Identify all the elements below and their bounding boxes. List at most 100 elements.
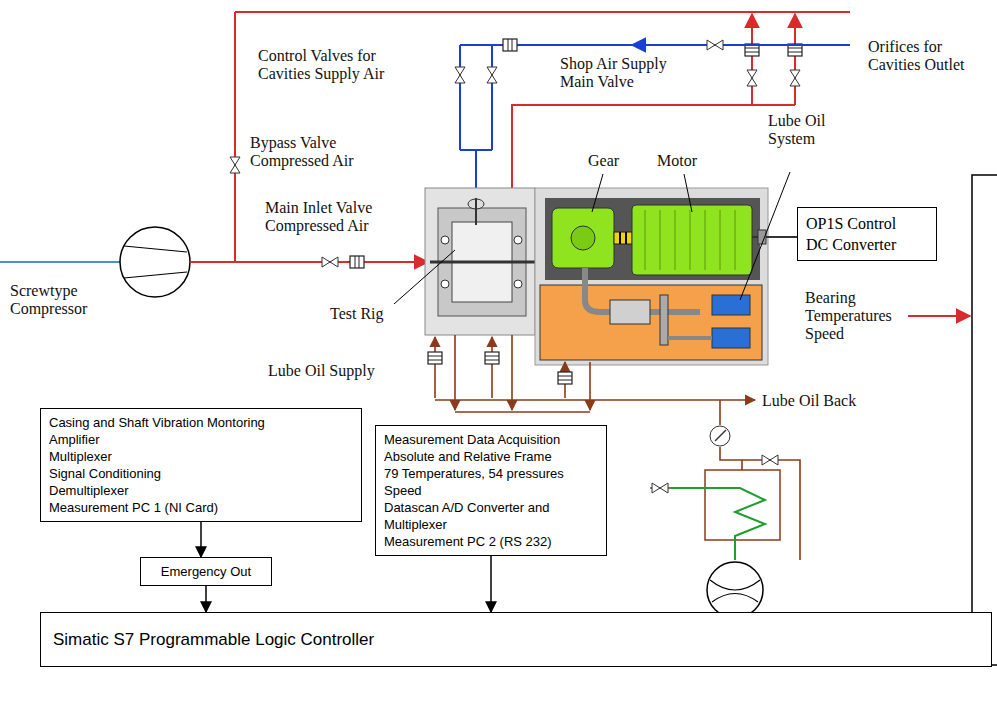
part-label: Gear: [588, 152, 628, 170]
emergency-box: Emergency Out: [140, 557, 272, 586]
box-text: DC Converter: [806, 234, 928, 255]
drawing-part: [684, 174, 692, 212]
box-text: Emergency Out: [149, 563, 263, 580]
drawing-part: [794, 14, 796, 105]
drawing-part: [124, 246, 187, 252]
acquisition-box: Measurement Data AcquisitionAbsolute and…: [375, 425, 607, 556]
drawing-part: [592, 174, 603, 212]
drive-unit: [535, 188, 797, 365]
oil-valve: [762, 455, 778, 465]
box-text: Datascan A/D Converter and Multiplexer: [384, 499, 598, 533]
drawing-part: [435, 399, 755, 401]
drawing-part: [712, 328, 750, 348]
drawing-part: [645, 210, 735, 270]
heat-exchanger: [705, 470, 780, 540]
drawing-part: [660, 210, 661, 270]
test-rig: [425, 188, 552, 335]
monitoring-box: Casing and Shaft Vibration MontoringAmpl…: [40, 408, 362, 522]
box-text: Absolute and Relative Frame: [384, 448, 598, 465]
drawing-part: [190, 261, 428, 263]
drawing-part: [491, 45, 493, 150]
outlet-valve: [790, 70, 800, 86]
drawing-part: [720, 447, 742, 470]
inlet-orifice: [350, 256, 364, 268]
cooling-coil: [670, 488, 765, 560]
signal-connector: [205, 586, 207, 612]
box-text: Signal Conditioning: [49, 465, 353, 482]
drawing-part: [124, 272, 187, 278]
shop-air-valve: [707, 40, 723, 50]
part-label: Bypass Valve Compressed Air: [250, 134, 378, 170]
drawing-part: [610, 300, 650, 324]
part-label: Bearing Temperatures Speed: [805, 289, 915, 343]
water-valve: [652, 483, 668, 493]
drawing-part: [589, 362, 591, 410]
outlet-valve: [747, 70, 757, 86]
drawing-part: [645, 210, 646, 270]
drawing-part: [675, 210, 676, 270]
drawing-part: [690, 210, 691, 270]
supply-orifice: [428, 352, 442, 364]
drawing-part: [632, 44, 660, 46]
box-text: Measurement PC 1 (NI Card): [49, 499, 353, 516]
drawing-part: [535, 188, 768, 365]
motor: [632, 205, 752, 275]
supply-orifice: [558, 372, 572, 384]
drawing-part: [710, 580, 760, 602]
compressor-symbol: [120, 227, 190, 297]
drawing-part: [705, 210, 706, 270]
main-inlet-valve: [322, 257, 338, 267]
lube-oil-unit: [540, 285, 762, 360]
drawing-part: [614, 232, 632, 244]
control-valve: [487, 67, 497, 83]
drawing-part: [460, 44, 850, 46]
drawing-part: [715, 430, 726, 441]
drawing-part: [625, 232, 627, 244]
shop-air-orifice: [503, 39, 517, 51]
drawing-part: [720, 210, 721, 270]
box-text: 79 Temperatures, 54 pressures: [384, 465, 598, 482]
suction-line: [0, 261, 120, 263]
drawing-part: [491, 337, 493, 398]
box-text: Amplifier: [49, 431, 353, 448]
drawing-part: [719, 400, 721, 425]
gear: [552, 208, 614, 268]
box-text: Speed: [384, 482, 598, 499]
signal-arrow: [908, 315, 970, 317]
control-valve: [455, 67, 465, 83]
part-label: Lube Oil System: [768, 112, 840, 148]
drawing-part: [459, 45, 461, 150]
box-text: Measurement Data Acquisition: [384, 431, 598, 448]
supply-orifice: [485, 352, 499, 364]
drawing-part: [434, 337, 436, 398]
box-text: Simatic S7 Programmable Logic Controller: [53, 629, 983, 651]
part-label: Lube Oil Supply: [268, 362, 418, 380]
drawing-part: [234, 12, 236, 262]
drawing-part: [441, 280, 449, 288]
drawing-part: [430, 261, 552, 264]
part-label: Orifices for Cavities Outlet: [868, 38, 986, 74]
drawing-part: [740, 172, 790, 300]
converter-box: OP1S ControlDC Converter: [797, 207, 937, 261]
part-label: Shop Air Supply Main Valve: [560, 55, 685, 91]
drawing-part: [712, 295, 750, 315]
bypass-valve: [230, 157, 240, 173]
drawing-part: [394, 250, 455, 304]
drawing-part: [660, 295, 668, 345]
part-label: Lube Oil Back: [762, 392, 882, 410]
drawing-part: [455, 411, 590, 413]
plc-box: Simatic S7 Programmable Logic Controller: [40, 612, 992, 667]
signal-connector: [200, 522, 202, 557]
leader-lines: [394, 172, 790, 304]
controller-panel: [972, 175, 997, 665]
drawing-part: [514, 280, 522, 288]
drawing-part: [475, 198, 477, 225]
pressure-gauge: [710, 426, 730, 446]
part-label: Screwtype Compressor: [10, 282, 110, 318]
drawing-part: [619, 232, 621, 244]
drawing-part: [668, 336, 712, 340]
drawing-part: [512, 105, 795, 188]
drawing-part: [511, 335, 513, 410]
